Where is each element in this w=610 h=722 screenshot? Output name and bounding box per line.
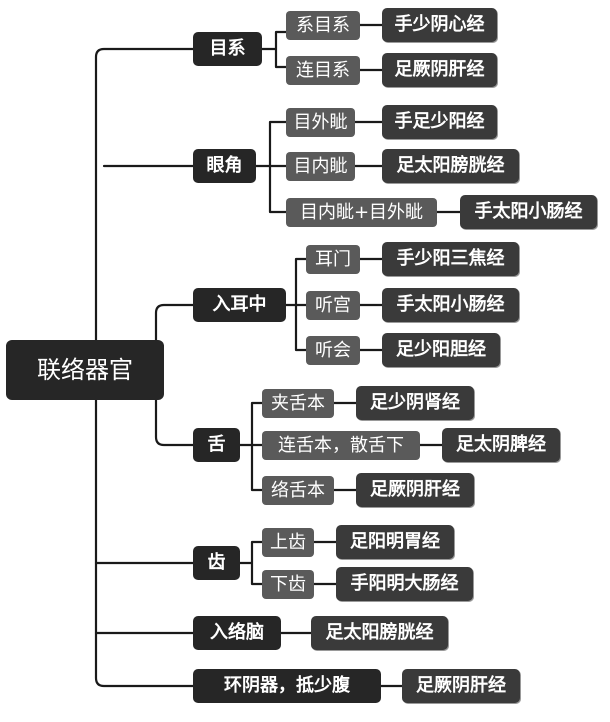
meridian-node: 手阳明大肠经 — [336, 567, 473, 601]
sub-node: 目外眦 — [286, 108, 355, 137]
meridian-node: 足少阴肾经 — [356, 386, 474, 420]
meridian-node: 足厥阴肝经 — [402, 669, 520, 703]
category-brain: 入络脑 — [193, 616, 281, 650]
connector-tongue — [238, 401, 264, 492]
meridian-node: 足少阳胆经 — [382, 333, 500, 367]
connector-eye-corner — [254, 120, 288, 214]
sub-node: 下齿 — [262, 570, 314, 599]
meridian-node: 足厥阴肝经 — [356, 473, 474, 507]
connector-root-trunk-lower — [94, 396, 195, 688]
meridian-node: 手太阳小肠经 — [460, 195, 597, 229]
sub-node: 上齿 — [262, 528, 314, 557]
sub-node: 系目系 — [286, 11, 360, 40]
sub-node: 连目系 — [286, 56, 360, 85]
sub-node: 目内眦 — [286, 152, 355, 181]
connector-eye-system — [260, 30, 288, 69]
sub-node: 连舌本，散舌下 — [262, 431, 420, 460]
meridian-node: 手少阳三焦经 — [382, 242, 519, 276]
connector-root-tongue — [154, 371, 195, 447]
meridian-node: 足太阳膀胱经 — [311, 616, 448, 650]
category-eye-system: 目系 — [193, 32, 262, 66]
connector-root-ear — [154, 303, 195, 375]
meridian-node: 足太阴脾经 — [442, 428, 560, 462]
meridian-node: 足阳明胃经 — [336, 525, 454, 559]
meridian-node: 手少阴心经 — [382, 8, 497, 42]
category-teeth: 齿 — [193, 546, 240, 580]
sub-node: 听会 — [306, 336, 360, 365]
meridian-node: 手太阳小肠经 — [382, 288, 519, 322]
sub-node: 络舌本 — [262, 476, 334, 505]
category-ear: 入耳中 — [193, 288, 286, 322]
category-eye-corner: 眼角 — [193, 149, 256, 183]
connector-ear — [284, 257, 308, 352]
meridian-node: 手足少阳经 — [382, 105, 497, 139]
meridian-node: 足太阳膀胱经 — [382, 149, 519, 183]
root-node: 联络器官 — [6, 340, 164, 400]
connector-teeth — [238, 540, 264, 586]
connector-sub-meridian — [279, 23, 462, 688]
category-genitals: 环阴器，抵少腹 — [193, 669, 381, 703]
sub-node: 夹舌本 — [262, 389, 334, 418]
sub-node: 听宫 — [306, 291, 360, 320]
meridian-node: 足厥阴肝经 — [382, 53, 497, 87]
connector-root-trunk — [94, 47, 195, 344]
category-tongue: 舌 — [193, 428, 240, 462]
sub-node: 耳门 — [306, 245, 360, 274]
sub-node: 目内眦+目外眦 — [286, 198, 437, 227]
